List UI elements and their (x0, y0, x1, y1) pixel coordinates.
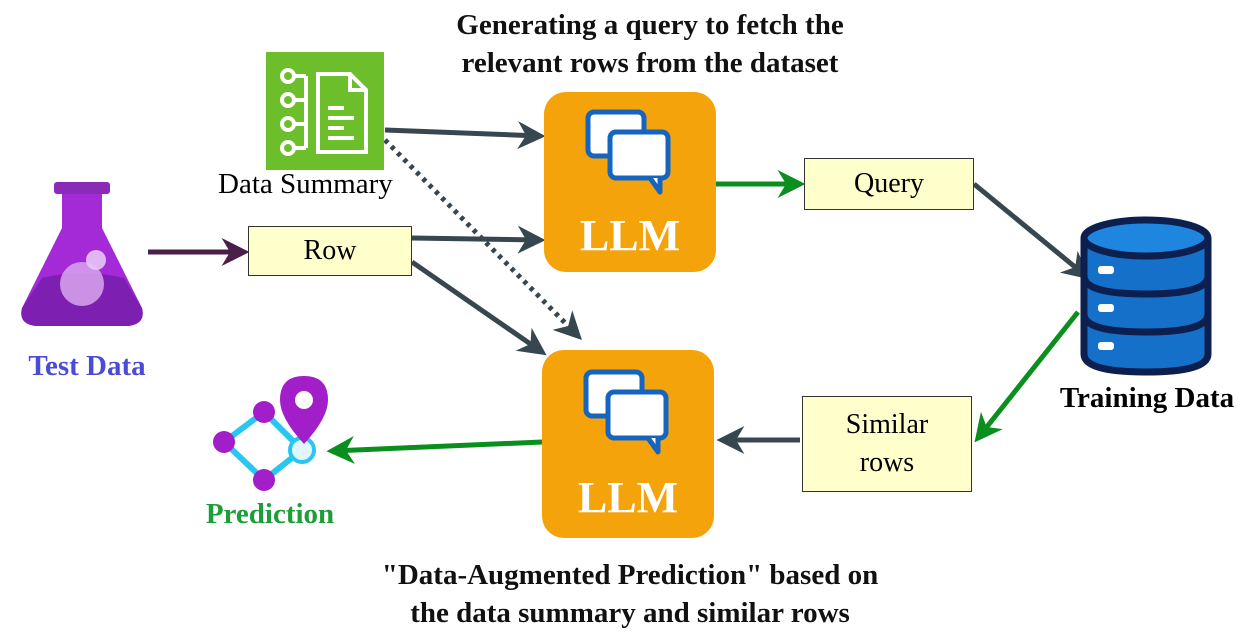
top-caption-line2: relevant rows from the dataset (461, 47, 839, 79)
arrow-summary-to-llm-top (384, 121, 546, 150)
llm-bottom: LLM (542, 350, 714, 538)
arrow-query-to-training (972, 182, 1091, 280)
training-data-label: Training Data (1059, 382, 1235, 414)
bottom-caption-line2: the data summary and similar rows (410, 597, 850, 629)
row-box: Row (248, 226, 412, 276)
chat-bubbles-icon (585, 109, 671, 195)
similar-rows-box: Similar rows (802, 396, 972, 492)
graph-pin-icon (213, 376, 328, 491)
data-summary-node (266, 52, 384, 170)
arrow-row-to-llm-bottom (410, 259, 547, 356)
similar-rows-line1: Similar (845, 409, 929, 440)
llm-top: LLM (544, 92, 716, 272)
flask-icon (21, 182, 143, 326)
test-data-label: Test Data (28, 350, 146, 382)
arrow-summary-to-llm-bottom (383, 138, 582, 340)
document-tree-icon (280, 68, 368, 156)
top-caption: Generating a query to fetch the relevant… (380, 6, 920, 82)
arrow-row-to-llm-top (411, 225, 546, 254)
bottom-caption-line1: "Data-Augmented Prediction" based on (381, 559, 879, 591)
arrow-training-to-similar (974, 310, 1080, 443)
top-caption-line1: Generating a query to fetch the (456, 9, 844, 41)
prediction-label: Prediction (205, 498, 335, 530)
llm-top-label: LLM (579, 211, 681, 260)
query-box: Query (804, 158, 974, 210)
database-icon (1080, 216, 1212, 376)
row-label: Row (303, 235, 357, 266)
similar-rows-line2: rows (859, 447, 915, 478)
arrow-llm-to-prediction (326, 436, 543, 465)
chat-bubbles-icon (583, 369, 669, 455)
query-label: Query (854, 168, 924, 199)
bottom-caption: "Data-Augmented Prediction" based on the… (300, 556, 960, 632)
data-summary-label: Data Summary (218, 168, 393, 200)
llm-bottom-label: LLM (577, 473, 679, 522)
